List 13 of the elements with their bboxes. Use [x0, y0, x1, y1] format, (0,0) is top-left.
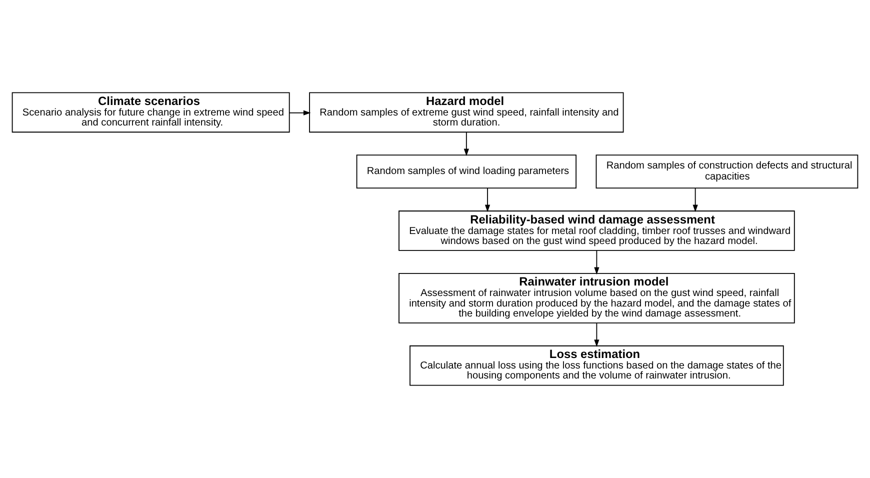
node-box: Climate scenarios Scenario analysis for future change in extreme wind speed and concurrent rainfall intensity. — [12, 92, 290, 133]
arrow — [484, 188, 490, 212]
node-box: Random samples of construction defects and structural capacities — [596, 154, 858, 189]
node-box: Hazard model Random samples of extreme gust wind speed, rainfall intensity and storm duration. — [309, 92, 624, 133]
node-box: Rainwater intrusion model Assessment of rainwater intrusion volume based on the gust wind speed, rainfall intensity and storm duration produced by the hazard model, and the damage states of the building envelope yielded by the wind damage assessment. — [398, 272, 795, 324]
arrow — [692, 188, 698, 212]
node-box: Loss estimation Calculate annual loss using the loss functions based on the damage states of the housing components and the volume of rainwater intrusion. — [410, 345, 784, 386]
node-box: Reliability-based wind damage assessment Evaluate the damage states for metal roof cladding, timber roof trusses and windward windows based on the gust wind speed produced by the hazard model. — [398, 210, 795, 251]
arrow — [594, 250, 600, 275]
arrow — [594, 322, 600, 347]
arrow — [289, 110, 311, 116]
node-box: Random samples of wind loading parameters — [356, 154, 577, 189]
arrow — [464, 132, 469, 156]
